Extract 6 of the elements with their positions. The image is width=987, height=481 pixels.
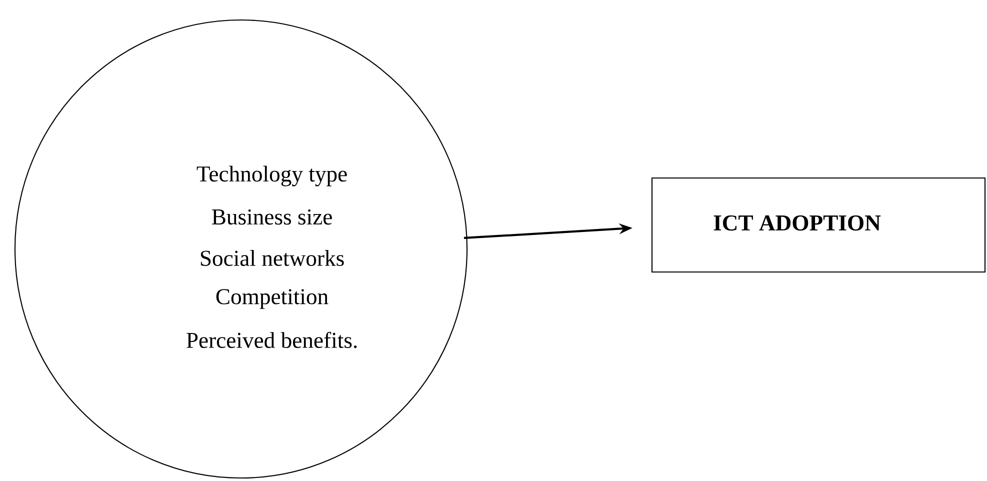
factor-text: Perceived benefits. xyxy=(186,332,357,348)
outcome-box: ICT ADOPTION xyxy=(651,177,986,273)
factor-text: Social networks xyxy=(200,250,344,266)
factor-text: Business size xyxy=(212,209,332,225)
factor-text: Technology type xyxy=(196,166,347,186)
factor-text: Competition xyxy=(216,289,328,309)
